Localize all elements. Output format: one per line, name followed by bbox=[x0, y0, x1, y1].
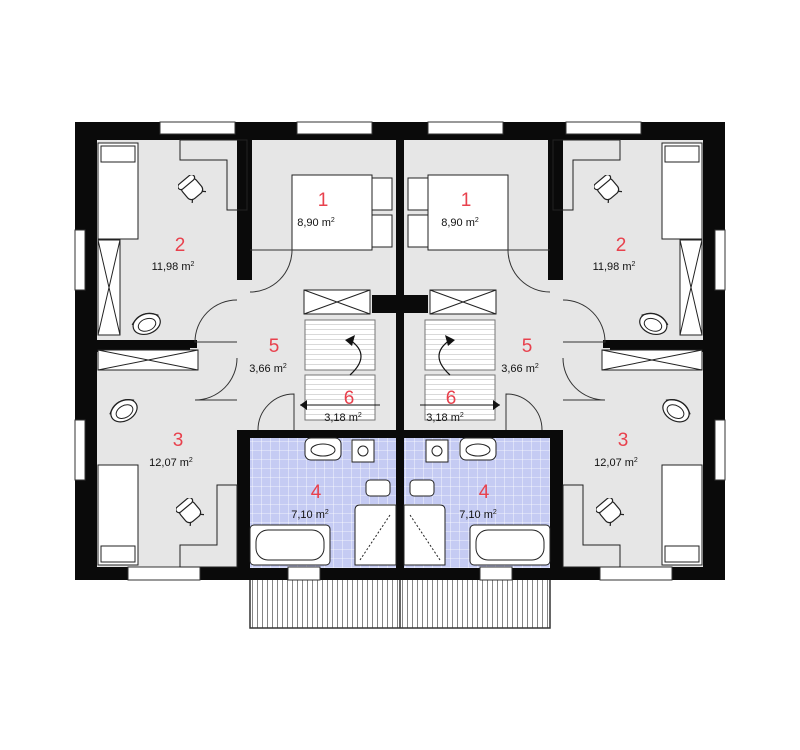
balcony bbox=[249, 577, 551, 629]
svg-text:7,10 m2: 7,10 m2 bbox=[459, 509, 497, 521]
room-number: 6 bbox=[344, 388, 355, 409]
room-number: 1 bbox=[318, 190, 329, 211]
bathtub-icon bbox=[249, 524, 551, 566]
room-number: 2 bbox=[616, 235, 627, 256]
staircase-icon bbox=[300, 319, 500, 421]
room-5-left: 5 3,66 m2 bbox=[249, 336, 287, 375]
door-icon bbox=[194, 249, 606, 431]
room-number: 5 bbox=[522, 336, 533, 357]
room-number: 4 bbox=[311, 482, 322, 503]
svg-text:12,07 m2: 12,07 m2 bbox=[594, 457, 638, 469]
room-4-left: 4 7,10 m2 bbox=[291, 482, 329, 521]
svg-text:3,66 m2: 3,66 m2 bbox=[501, 363, 539, 375]
desk-outline bbox=[179, 139, 621, 568]
room-number: 1 bbox=[461, 190, 472, 211]
room-1-left: 1 8,90 m2 bbox=[297, 190, 335, 229]
wardrobe-icon bbox=[97, 239, 703, 371]
room-1-right: 1 8,90 m2 bbox=[441, 190, 479, 229]
room-number: 2 bbox=[175, 235, 186, 256]
svg-text:3,18 m2: 3,18 m2 bbox=[426, 412, 464, 424]
room-6-right: 6 3,18 m2 bbox=[426, 388, 464, 424]
room-number: 3 bbox=[618, 430, 629, 451]
svg-text:7,10 m2: 7,10 m2 bbox=[291, 509, 329, 521]
svg-text:11,98 m2: 11,98 m2 bbox=[152, 261, 195, 273]
room-number: 6 bbox=[446, 388, 457, 409]
sink-icon bbox=[304, 437, 497, 461]
shower-icon bbox=[354, 504, 446, 566]
svg-text:8,90 m2: 8,90 m2 bbox=[441, 217, 479, 229]
toilet-icon bbox=[351, 439, 449, 497]
room-2-left: 2 11,98 m2 bbox=[152, 235, 195, 273]
svg-text:11,98 m2: 11,98 m2 bbox=[593, 261, 636, 273]
room-number: 3 bbox=[173, 430, 184, 451]
room-number: 4 bbox=[479, 482, 490, 503]
room-3-left: 3 12,07 m2 bbox=[149, 430, 193, 469]
room-4-right: 4 7,10 m2 bbox=[459, 482, 497, 521]
room-2-right: 2 11,98 m2 bbox=[593, 235, 636, 273]
room-5-right: 5 3,66 m2 bbox=[501, 336, 539, 375]
svg-text:8,90 m2: 8,90 m2 bbox=[297, 217, 335, 229]
room-number: 5 bbox=[269, 336, 280, 357]
room-6-left: 6 3,18 m2 bbox=[324, 388, 362, 424]
svg-text:3,66 m2: 3,66 m2 bbox=[249, 363, 287, 375]
svg-text:3,18 m2: 3,18 m2 bbox=[324, 412, 362, 424]
svg-text:12,07 m2: 12,07 m2 bbox=[149, 457, 193, 469]
room-3-right: 3 12,07 m2 bbox=[594, 430, 638, 469]
window-icon bbox=[74, 121, 726, 581]
bed-icon bbox=[97, 142, 703, 566]
